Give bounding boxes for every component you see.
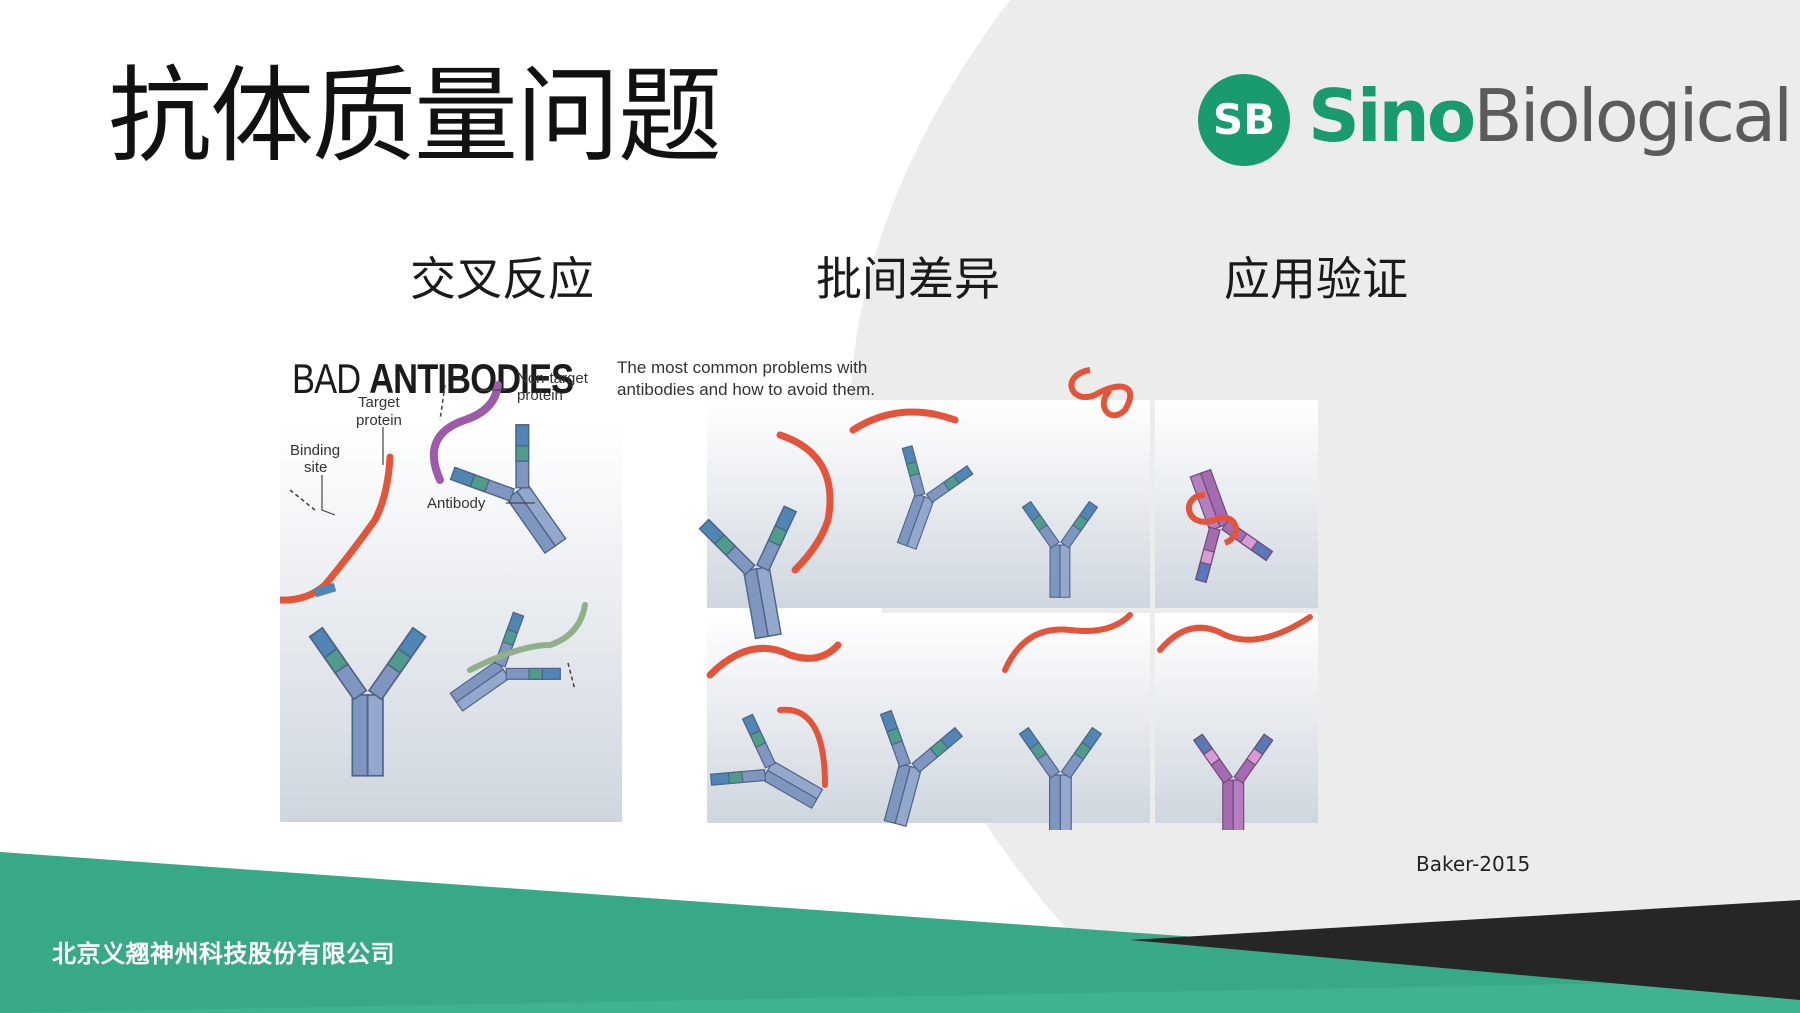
panel-validation-b — [1155, 400, 1318, 608]
target-protein-line — [280, 453, 394, 604]
logo-badge-text: SB — [1213, 95, 1275, 144]
label-antibody: Antibody — [427, 495, 486, 512]
logo-brand-secondary: Biological — [1473, 74, 1793, 158]
panel-cross-reactivity — [280, 425, 622, 822]
label-binding-site-1: Binding — [290, 442, 340, 459]
section-cross-reactivity: 交叉反应 — [410, 252, 594, 306]
section-application-validation: 应用验证 — [1224, 252, 1408, 306]
logo-brand-primary: Sino — [1308, 74, 1476, 158]
non-target-protein-line — [429, 381, 502, 484]
label-non-target-1: Non-target — [517, 370, 589, 387]
figure-illustration: Binding site Target protein Non-target p… — [280, 367, 1318, 830]
sb-badge-icon: SB — [1198, 74, 1290, 166]
logo-wordmark: SinoBiological — [1308, 80, 1793, 152]
section-lot-variation: 批间差异 — [816, 252, 1000, 306]
sino-biological-logo: SB SinoBiological — [1196, 72, 1793, 172]
figure-title-bold: ANTIBODIES — [369, 355, 574, 402]
label-target-protein-1: Target — [358, 394, 401, 411]
label-target-protein-2: protein — [356, 412, 402, 429]
figure-subtitle: The most common problems with antibodies… — [617, 358, 876, 399]
bad-antibodies-figure: BAD ANTIBODIES The most common problems … — [280, 345, 1530, 830]
page-title: 抗体质量问题 — [108, 55, 722, 177]
label-non-target-2: protein — [517, 387, 563, 404]
citation: Baker-2015 — [1416, 852, 1531, 876]
company-name: 北京义翘神州科技股份有限公司 — [52, 940, 395, 968]
figure-title-light: BAD — [292, 355, 361, 402]
label-binding-site-2: site — [304, 459, 327, 476]
figure-title: BAD ANTIBODIES — [292, 355, 574, 403]
